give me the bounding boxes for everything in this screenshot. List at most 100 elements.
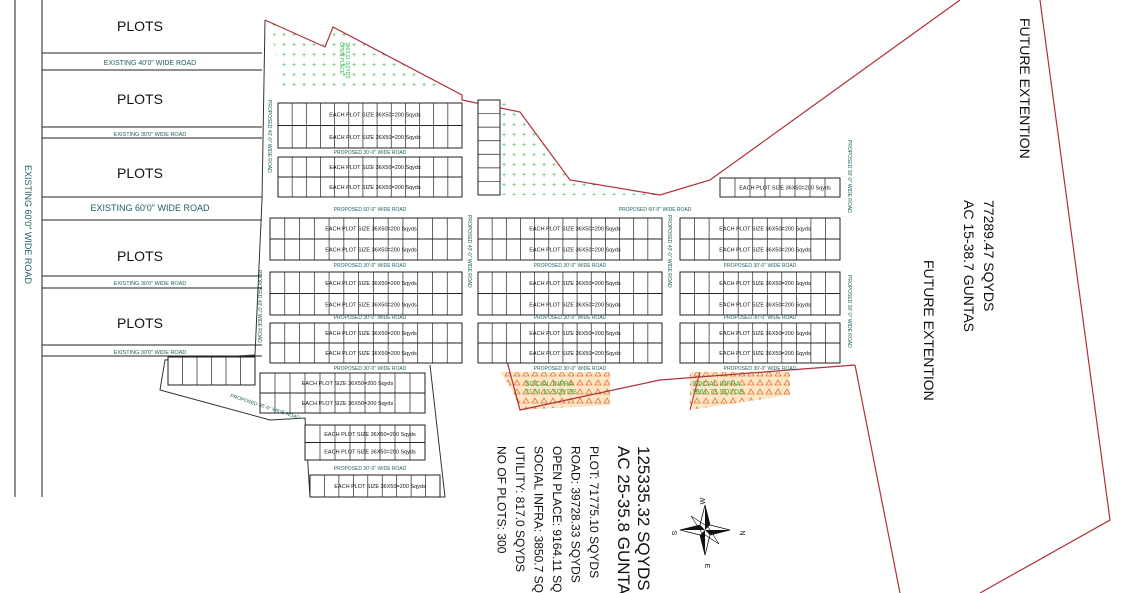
internal-road-label: PROPOSED 30'-0" WIDE ROAD (534, 315, 607, 321)
plot-block (477, 99, 501, 196)
vertical-road-label: PROPOSED 40'-0" WIDE ROAD (266, 100, 272, 173)
plots-label: PLOTS (117, 165, 163, 181)
plot-size-label: EACH PLOT SIZE 36X50=200 Sqyds (719, 227, 811, 233)
plot-size-label: EACH PLOT SIZE 36X50=200 Sqyds (719, 331, 811, 337)
plot-size-label: EACH PLOT SIZE 36X50=200 Sqyds (719, 281, 811, 287)
compass-n-label: N (738, 530, 745, 535)
plot-size-label: EACH PLOT SIZE 36X50=200 Sqyds (325, 302, 417, 308)
internal-road-label: PROPOSED 30'-0" WIDE ROAD (534, 366, 607, 372)
plot-block: EACH PLOT SIZE 36X50=200 Sqyds (309, 474, 441, 498)
summary-line: ROAD: 39728.33 SQYDS (569, 446, 583, 583)
main-road-label: PROPOSED 60'-0" WIDE ROAD (619, 207, 692, 213)
summary-line: OPEN PLACE: 9164.11 SQYDS (550, 446, 564, 593)
plots-label: PLOTS (117, 18, 163, 34)
social-infra-2 (690, 372, 790, 410)
plots-label: PLOTS (117, 315, 163, 331)
internal-road-label: PROPOSED 30'-0" WIDE ROAD (334, 366, 407, 372)
plot-size-label: EACH PLOT SIZE 36X50=200 Sqyds (302, 401, 394, 407)
internal-road-label: PROPOSED 30'-0" WIDE ROAD (724, 315, 797, 321)
existing-road-label: EXISTING 60'0" WIDE ROAD (91, 203, 210, 213)
internal-road-label: PROPOSED 30'-0" WIDE ROAD (724, 366, 797, 372)
internal-road-label: PROPOSED 30'-0" WIDE ROAD (334, 315, 407, 321)
plot-block: EACH PLOT SIZE 36X50=200 Sqyds (719, 177, 841, 198)
social-infra-label: SOCIAL INFRA (692, 381, 741, 388)
plot-size-label: EACH PLOT SIZE 36X50=200 Sqyds (719, 248, 811, 254)
plot-size-label: EACH PLOT SIZE 36X50=200 Sqyds (329, 112, 421, 118)
plot-size-label: EACH PLOT SIZE 36X50=200 Sqyds (324, 449, 416, 455)
internal-road-label: PROPOSED 30'-0" WIDE ROAD (334, 466, 407, 472)
summary-line: SOCIAL INFRA: 3850.7 SQYDS (532, 446, 546, 593)
plot-size-label: EACH PLOT SIZE 36X50=200 Sqyds (334, 484, 426, 490)
open-place-label: OPEN PLACE (338, 42, 344, 75)
social-infra-area: 1661.73 SQYDS (692, 389, 744, 396)
plot-size-label: EACH PLOT SIZE 36X50=200 Sqyds (529, 331, 621, 337)
plot-size-label: EACH PLOT SIZE 36X50=200 Sqyds (719, 351, 811, 357)
block-outline (309, 474, 441, 498)
social-infra-label: SOCIAL INFRA (525, 381, 574, 388)
plot-size-label: EACH PLOT SIZE 36X50=200 Sqyds (529, 351, 621, 357)
summary-acres: AC 25-35.8 GUNTAS (614, 446, 633, 593)
plots-label: PLOTS (117, 248, 163, 264)
summary-total: 125335.32 SQYDS (634, 446, 653, 591)
vertical-road-label: PROPOSED 40'-0" WIDE ROAD (666, 215, 672, 288)
internal-road-label: PROPOSED 30'-0" WIDE ROAD (724, 263, 797, 269)
compass-e-label: E (703, 564, 710, 569)
internal-road-label: PROPOSED 30'-0" WIDE ROAD (334, 150, 407, 156)
future-acres: AC 15-38.7 GUNTAS (961, 200, 977, 332)
internal-road-label: PROPOSED 30'-0" WIDE ROAD (534, 263, 607, 269)
summary-line: UTILITY: 817.0 SQYDS (513, 446, 527, 572)
social-infra-area: 2174.15 SQYDS (525, 389, 577, 396)
plot-size-label: EACH PLOT SIZE 36X50=200 Sqyds (325, 351, 417, 357)
plot-size-label: EACH PLOT SIZE 36X50=200 Sqyds (329, 185, 421, 191)
left-existing-area: EXISTING 60'0" WIDE ROAD EXISTING 40'0" W… (14, 0, 262, 497)
plot-size-label: EACH PLOT SIZE 36X50=200 Sqyds (325, 281, 417, 287)
plot-size-label: EACH PLOT SIZE 36X50=200 Sqyds (325, 227, 417, 233)
social-infra-1 (500, 372, 610, 410)
plot-size-label: EACH PLOT SIZE 36X50=200 Sqyds (302, 381, 394, 387)
compass-w-label: W (700, 497, 707, 504)
plot-size-label: EACH PLOT SIZE 36X50=200 Sqyds (529, 227, 621, 233)
labels: PROPOSED 60'-0" WIDE ROAD PROPOSED 60'-0"… (229, 18, 1033, 593)
plot-size-label: EACH PLOT SIZE 36X50=200 Sqyds (529, 302, 621, 308)
future-area: 77289.47 SQYDS (981, 200, 997, 311)
compass-s-label: S (670, 531, 677, 536)
vertical-road-label: PROPOSED 40'-0" WIDE ROAD (466, 215, 472, 288)
future-extension-label: FUTURE EXTENTION (921, 260, 937, 401)
plot-size-label: EACH PLOT SIZE 36X50=200 Sqyds (529, 248, 621, 254)
plots-label: PLOTS (117, 91, 163, 107)
future-extension-label: FUTURE EXTENTION (1017, 18, 1033, 159)
vertical-road-label: EXISTING 60'0" WIDE ROAD (23, 165, 33, 284)
plot-size-label: EACH PLOT SIZE 36X50=200 Sqyds (329, 165, 421, 171)
plot-size-label: EACH PLOT SIZE 36X50=200 Sqyds (325, 248, 417, 254)
summary-line: PLOT: 71775.10 SQYDS (587, 446, 601, 578)
internal-road-label: PROPOSED 30'-0" WIDE ROAD (334, 263, 407, 269)
plot-size-label: EACH PLOT SIZE 36X50=200 Sqyds (739, 186, 831, 192)
main-road-label: PROPOSED 60'-0" WIDE ROAD (334, 207, 407, 213)
open-place-area: 3963.11 SQYDS (344, 42, 350, 79)
plot-size-label: EACH PLOT SIZE 36X50=200 Sqyds (324, 432, 416, 438)
existing-road-label: EXISTING 40'0" WIDE ROAD (104, 60, 197, 67)
plot-block (167, 356, 256, 386)
vertical-road-label: PROPOSED 30'-0" WIDE ROAD (846, 140, 852, 213)
vertical-road-label: PROPOSED 40'-0" WIDE ROAD (256, 270, 262, 343)
compass-icon: W E N S (670, 497, 745, 568)
open-space-middle (500, 100, 660, 195)
plot-size-label: EACH PLOT SIZE 36X50=200 Sqyds (325, 331, 417, 337)
existing-road-label: EXISTING 30'0" WIDE ROAD (114, 350, 187, 356)
plot-size-label: EACH PLOT SIZE 36X50=200 Sqyds (529, 281, 621, 287)
existing-road-label: EXISTING 30'0" WIDE ROAD (114, 132, 187, 138)
